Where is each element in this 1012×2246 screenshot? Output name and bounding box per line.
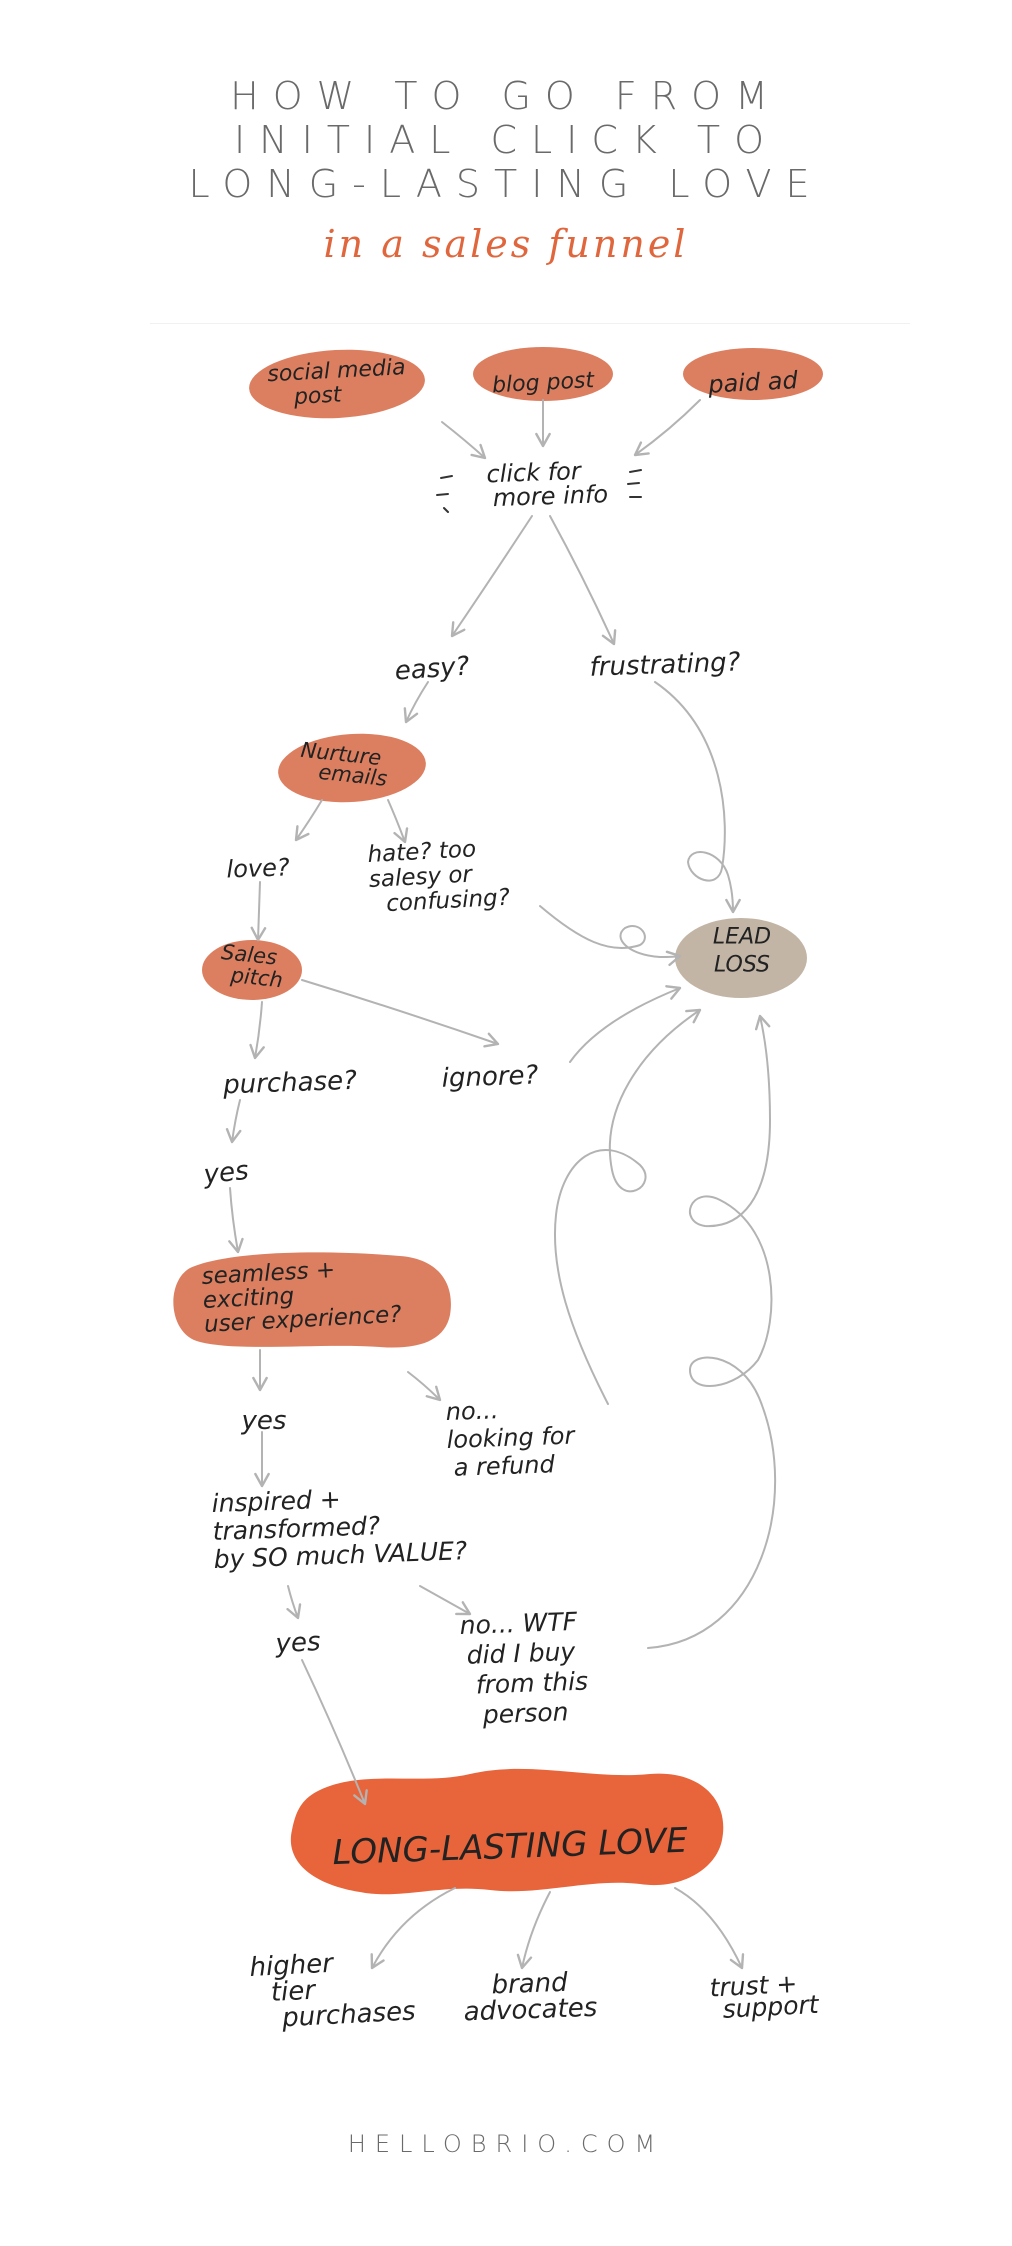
arrow-easy-to-nurture	[403, 681, 429, 724]
emphasis-mark	[436, 493, 449, 496]
arrow-paid-to-click	[633, 399, 701, 457]
arrow-click-to-easy	[450, 515, 533, 638]
emphasis-mark	[443, 507, 449, 513]
footer-url: HELLOBRIO.COM	[347, 2130, 665, 2158]
social-media-post-blob	[249, 349, 425, 419]
arrow-love-to-brand	[516, 1891, 551, 1970]
arrow-layer	[225, 399, 777, 1970]
blob-layer	[173, 347, 823, 1895]
title-line-3: LONG-LASTING LOVE	[188, 162, 824, 206]
emphasis-mark	[440, 475, 453, 479]
long-lasting-love-blob	[290, 1768, 724, 1895]
paid-ad-label: paid ad	[707, 366, 800, 399]
arrow-love-to-trust	[674, 1887, 745, 1970]
no-refund-label: no...looking fora refund	[445, 1393, 578, 1481]
no-wtf-label: no... WTFdid I buyfrom thisperson	[459, 1607, 589, 1730]
brand-advocates-label: brandadvocates	[462, 1967, 598, 2028]
hate-too-salesy-label: hate? toosalesy orconfusing?	[367, 835, 511, 918]
sales-pitch-label: Salespitch	[218, 940, 287, 992]
arrow-inspired-to-yes	[286, 1585, 302, 1620]
arrow-love-to-higher	[370, 1887, 456, 1970]
arrow-love-to-sales	[250, 881, 267, 942]
frustrating-label: frustrating?	[589, 647, 741, 682]
trust-support-label: trust +support	[709, 1968, 821, 2025]
purchase-label: purchase?	[222, 1066, 358, 1101]
arrow-sales-to-purchase	[249, 1001, 265, 1060]
yes-1-label: yes	[201, 1156, 250, 1191]
arrow-yes-to-love	[301, 1659, 368, 1806]
higher-tier-label: highertierpurchases	[249, 1944, 417, 2034]
paid-ad-blob	[683, 348, 823, 400]
emphasis-mark	[629, 469, 642, 473]
lead-loss-blob	[675, 918, 807, 998]
arrow-sales-to-ignore	[301, 979, 500, 1048]
click-for-more-info-label: click formore info	[486, 456, 609, 512]
arrow-seamless-to-no	[407, 1371, 442, 1402]
subtitle: in a sales funnel	[323, 222, 689, 266]
yes-3-label: yes	[274, 1627, 321, 1659]
arrow-click-to-frustrating	[549, 515, 617, 646]
arrow-purchase-to-yes	[225, 1099, 242, 1144]
arrow-wtf-to-leadloss	[647, 1014, 777, 1649]
nurture-emails-blob	[278, 733, 426, 803]
arrow-yes-to-seamless	[228, 1187, 244, 1254]
emphasis-marks	[436, 469, 642, 513]
arrow-nurture-to-love	[294, 799, 323, 842]
title-line-1: HOW TO GO FROM	[230, 74, 782, 118]
arrow-hate-to-leadloss	[539, 905, 682, 967]
seamless-experience-blob	[173, 1252, 451, 1348]
yes-2-label: yes	[241, 1406, 287, 1436]
arrow-nurture-to-hate	[387, 799, 409, 844]
divider	[150, 323, 910, 324]
arrow-inspired-to-no	[419, 1585, 472, 1616]
love-label: love?	[226, 853, 290, 883]
emphasis-mark	[627, 482, 640, 485]
blog-post-blob	[473, 347, 613, 401]
title-line-2: INITIAL CLICK TO	[233, 118, 779, 162]
inspired-transformed-label: inspired +transformed?by SO much VALUE?	[211, 1480, 467, 1574]
arrow-social-to-click	[441, 421, 487, 460]
arrow-refund-to-leadloss	[553, 1008, 702, 1405]
arrow-ignore-to-leadloss	[569, 985, 682, 1063]
arrow-frustrating-to-leadloss	[654, 681, 741, 914]
sales-pitch-blob	[202, 940, 302, 1000]
ignore-label: ignore?	[441, 1060, 539, 1093]
easy-label: easy?	[394, 652, 471, 687]
blog-post-label: blog post	[491, 368, 596, 398]
